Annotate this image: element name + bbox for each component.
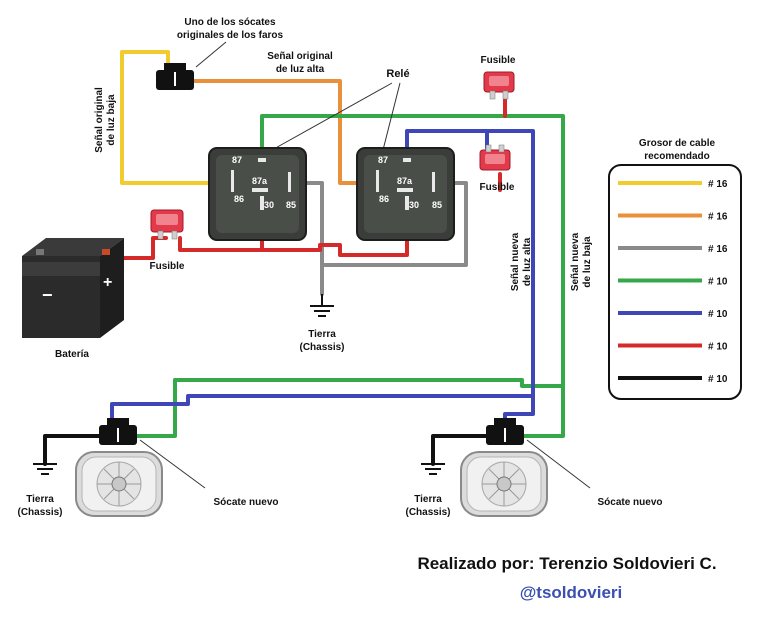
relay-label: Relé xyxy=(386,68,409,80)
legend-gauge: # 10 xyxy=(708,309,728,320)
socket-new-left-label: Sócate nuevo xyxy=(213,497,278,508)
svg-text:Señal nueva: Señal nueva xyxy=(510,232,521,291)
wire-blue-high-relay xyxy=(405,129,535,424)
relay-1-pin-86: 86 xyxy=(234,194,244,204)
ground-right-label-1: Tierra xyxy=(414,494,442,505)
fuse-top-label: Fusible xyxy=(480,55,515,66)
low-beam-original-label: Señal original de luz baja xyxy=(94,87,117,153)
high-beam-original-label-2: de luz alta xyxy=(276,64,325,75)
relay-2-pin-85: 85 xyxy=(432,200,442,210)
wire-blue-left-feed xyxy=(110,394,535,424)
relay-2-pin-87a: 87a xyxy=(397,176,413,186)
relay-1: 87 86 87a 30 85 xyxy=(208,147,307,241)
wire-green-low xyxy=(260,114,565,438)
legend-gauge: # 16 xyxy=(708,212,728,223)
headlight-right xyxy=(460,451,548,517)
battery-label: Batería xyxy=(55,349,89,360)
wire-green-left-feed xyxy=(134,378,565,438)
legend-gauge: # 10 xyxy=(708,374,728,385)
ground-right-label-2: (Chassis) xyxy=(405,507,450,518)
ground-symbol-right xyxy=(421,463,445,475)
svg-text:de luz baja: de luz baja xyxy=(106,94,117,146)
svg-text:Señal nueva: Señal nueva xyxy=(570,232,581,291)
socket-original-pointer xyxy=(195,41,227,68)
wire-yellow-low-original xyxy=(120,50,234,185)
svg-text:de luz alta: de luz alta xyxy=(522,237,533,286)
legend-title-2: recomendado xyxy=(644,151,710,162)
ground-center-label-2: (Chassis) xyxy=(299,342,344,353)
new-low-beam-label: Señal nueva de luz baja xyxy=(570,232,593,291)
legend: Grosor de cable recomendado # 16# 16# 16… xyxy=(608,138,742,400)
relay-2: 87 86 87a 30 85 xyxy=(356,147,455,241)
legend-items: # 16 # 16 # 16 # 10 # 10 # 10 # 10 xyxy=(618,179,728,385)
relay-pointer-2 xyxy=(382,82,401,151)
new-socket-left xyxy=(99,418,137,445)
new-socket-right xyxy=(486,418,524,445)
legend-gauge: # 10 xyxy=(708,277,728,288)
relay-2-pin-86: 86 xyxy=(379,194,389,204)
socket-new-right-label: Sócate nuevo xyxy=(597,497,662,508)
ground-center-label-1: Tierra xyxy=(308,329,336,340)
ground-left-label-1: Tierra xyxy=(26,494,54,505)
wire-black-ground-right xyxy=(431,434,492,466)
original-socket xyxy=(156,63,194,90)
relay-1-pin-87: 87 xyxy=(232,155,242,165)
credit-handle: @tsoldovieri xyxy=(520,583,623,602)
battery-minus-icon: − xyxy=(42,285,53,305)
high-beam-original-label-1: Señal original xyxy=(267,51,333,62)
wire-red-battery xyxy=(120,236,168,260)
socket-original-label-1: Uno de los sócates xyxy=(184,17,276,28)
legend-title-1: Grosor de cable xyxy=(639,138,716,149)
relay-2-pin-30: 30 xyxy=(409,200,419,210)
socket-new-left-pointer xyxy=(139,439,206,489)
fuse-top xyxy=(483,71,515,100)
wire-red-bus xyxy=(260,230,409,257)
socket-original-label-2: originales de los faros xyxy=(177,30,284,41)
ground-symbol-left xyxy=(33,463,57,475)
headlight-left xyxy=(75,451,163,517)
relay-2-pin-87: 87 xyxy=(378,155,388,165)
new-high-beam-label: Señal nueva de luz alta xyxy=(510,232,533,291)
relay-1-pin-85: 85 xyxy=(286,200,296,210)
fuse-battery xyxy=(150,209,184,240)
battery: − + xyxy=(22,238,124,338)
fuse-mid xyxy=(479,144,511,171)
wire-black-ground-left xyxy=(43,434,102,466)
fuse-battery-label: Fusible xyxy=(149,261,184,272)
ground-left-label-2: (Chassis) xyxy=(17,507,62,518)
svg-text:Señal original: Señal original xyxy=(94,87,105,153)
svg-text:de luz baja: de luz baja xyxy=(582,236,593,288)
socket-new-right-pointer xyxy=(526,439,591,489)
wires xyxy=(43,50,565,466)
fuse-mid-label: Fusible xyxy=(479,182,514,193)
battery-plus-icon: + xyxy=(103,274,112,291)
ground-symbol-center xyxy=(310,294,334,317)
relay-pointer-1 xyxy=(271,82,393,151)
credit-author: Realizado por: Terenzio Soldovieri C. xyxy=(417,554,716,573)
relay-1-pin-30: 30 xyxy=(264,200,274,210)
legend-gauge: # 16 xyxy=(708,179,728,190)
relay-1-pin-87a: 87a xyxy=(252,176,268,186)
legend-gauge: # 10 xyxy=(708,342,728,353)
legend-gauge: # 16 xyxy=(708,244,728,255)
